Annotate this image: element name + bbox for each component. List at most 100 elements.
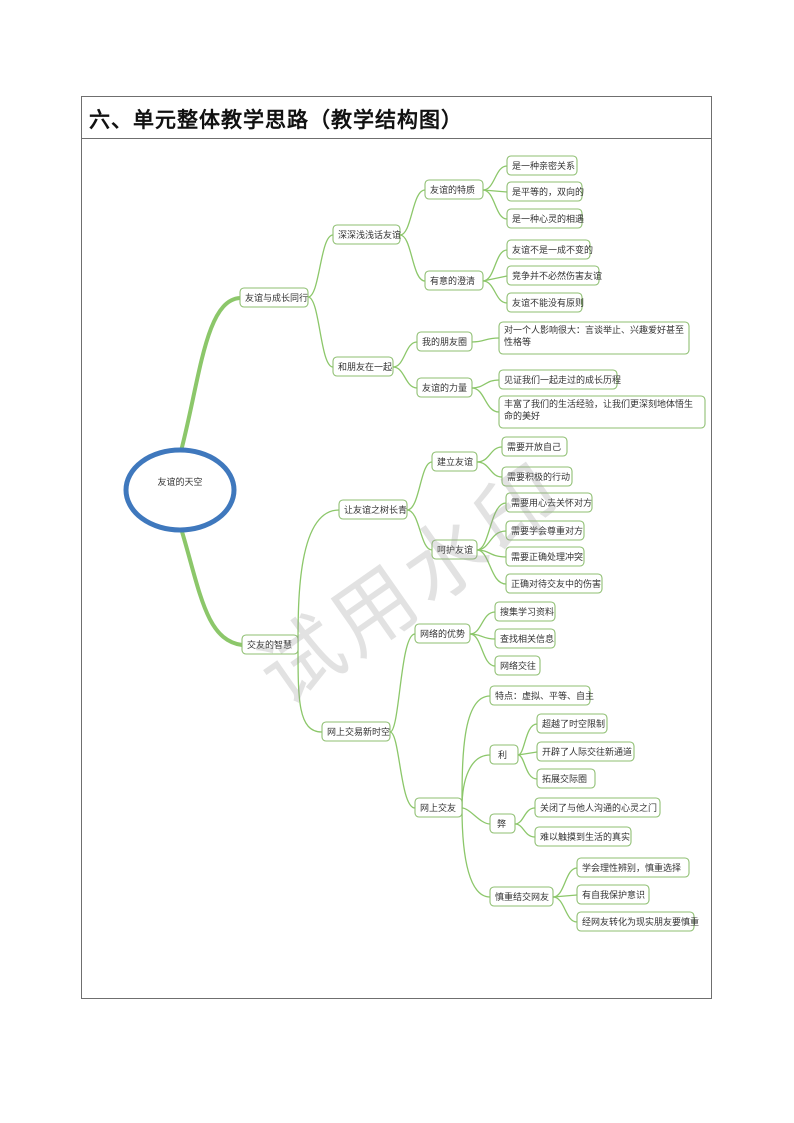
careful-i1-box [576, 857, 690, 878]
b1s2-i1-wrap: 对一个人影响很大：言谈举止、兴趣爱好甚至性格等 [504, 326, 685, 348]
b1-sub2-label: 和朋友在一起 [338, 361, 392, 373]
b1s2-i3-wrap: 丰富了我们的生活经验，让我们更深刻地体悟生命的美好 [504, 400, 694, 422]
careful-i2 [552, 894, 578, 898]
b1-g1-box [424, 179, 484, 200]
b2s2-to-g1 [389, 633, 416, 733]
b1-g2-i2-box [506, 265, 600, 286]
b2g1-i1 [476, 446, 503, 463]
b1-g1-i3: 是一种心灵的相遇 [512, 213, 584, 225]
branch2-label: 交友的智慧 [247, 639, 292, 651]
b1-g1-i1: 是一种亲密关系 [512, 160, 575, 172]
bi-i1: 关闭了与他人沟通的心灵之门 [540, 802, 657, 814]
b1-to-sub2 [307, 296, 334, 368]
bi-i1 [514, 807, 536, 825]
b2s2g1-i3 [469, 633, 496, 667]
b2s2-g2-box [414, 797, 463, 818]
li-i2: 开辟了人际交往新通道 [542, 746, 632, 758]
b1-g1-i2-box [506, 181, 583, 202]
b1-g1-i2: 是平等的，双向的 [512, 186, 584, 198]
b1s2-i3-box [498, 395, 706, 429]
b2g2-i4 [476, 549, 507, 585]
node-labels: 友谊与成长同行 深深浅浅话友谊 友谊的特质 是一种亲密关系 是平等的，双向的 是… [245, 160, 699, 928]
net-to-li [461, 754, 491, 809]
root-ellipse-inner [132, 453, 228, 519]
root-label: 友谊的天空 [157, 476, 202, 488]
careful-box [489, 886, 554, 907]
b1-g2-box [424, 270, 484, 291]
b2-sub1-label: 让友谊之树长青 [344, 504, 407, 516]
b1-g2-i1: 友谊不是一成不变的 [512, 244, 593, 256]
b2-g1-i2-box [501, 466, 573, 487]
b2s2-to-g2 [389, 731, 416, 809]
feature-label: 特点：虚拟、平等、自主 [495, 690, 594, 702]
b1-g2-label: 有意的澄清 [430, 275, 475, 287]
b1g1-i3 [482, 189, 508, 220]
b2s2-g1-i2-box [494, 628, 556, 649]
b2g1-i2 [476, 461, 503, 478]
b2-sub2-box [321, 721, 391, 742]
bi-i1-box [534, 797, 661, 818]
careful-i3-box [576, 911, 695, 932]
b1-sub1-box [332, 224, 401, 245]
li-i2 [517, 751, 538, 756]
b1g1-i2 [482, 189, 508, 193]
branch1-box [239, 287, 309, 308]
b2g2-i1 [476, 502, 507, 551]
b1s2-i2: 见证我们一起走过的成长历程 [504, 374, 621, 386]
b2-g1-box [431, 451, 478, 472]
net-to-careful [461, 807, 491, 898]
careful-i3 [552, 896, 578, 923]
bi-box [489, 813, 516, 834]
root-to-branch1 [178, 296, 241, 456]
b2-g2-i2-box [505, 520, 585, 541]
b2s2g1-i1 [469, 611, 496, 635]
b1-g2-i3-box [506, 292, 583, 313]
li-i1-box [536, 713, 608, 734]
b1s2-g1-box [416, 331, 473, 352]
b1s2g1-i1 [471, 337, 500, 343]
b1g2-i3 [482, 280, 508, 304]
li-i1: 超越了时空限制 [542, 718, 605, 730]
b1-to-sub1 [307, 234, 334, 298]
b2s1-to-g2 [406, 509, 433, 551]
li-i1 [517, 723, 538, 756]
b1-g2-i3: 友谊不能没有原则 [512, 297, 584, 309]
b2s2-g1-i1-box [494, 601, 556, 622]
b1s2-i2-box [498, 369, 618, 390]
b1g2-i2 [482, 275, 508, 282]
b1s2g2-i3 [471, 387, 500, 413]
b2-sub1-box [338, 499, 408, 520]
b2s2-g1-box [414, 623, 471, 644]
careful-i1: 学会理性辨别，慎重选择 [582, 862, 681, 874]
branch1-label: 友谊与成长同行 [245, 292, 308, 304]
b1s2-i1: 对一个人影响很大：言谈举止、兴趣爱好甚至性格等 [504, 326, 685, 348]
b1-g2-i1-box [506, 239, 591, 260]
b2-g1-label: 建立友谊 [437, 456, 473, 468]
b2-g2-i1: 需要用心去关怀对方 [511, 497, 592, 509]
li-box [489, 744, 519, 765]
b1-sub1-label: 深深浅浅话友谊 [338, 229, 401, 241]
li-i3 [517, 754, 538, 780]
b1s2-g2-label: 友谊的力量 [422, 382, 467, 394]
li-i3: 拓展交际圈 [542, 773, 587, 785]
b2-g2-i2: 需要学会尊重对方 [511, 525, 583, 537]
li-i2-box [536, 741, 635, 762]
li-i3-box [536, 768, 596, 789]
careful-i2-box [576, 884, 650, 905]
b1s2-to-g2 [392, 366, 418, 389]
careful-label: 慎重结交网友 [495, 891, 549, 903]
root-to-branch2 [178, 524, 243, 647]
careful-i3: 经网友转化为现实朋友要慎重 [582, 916, 699, 928]
b1-g1-i1-box [506, 155, 578, 176]
b1s2g2-i2 [471, 379, 500, 389]
net-to-bi [461, 807, 491, 825]
b1g1-i1 [482, 165, 508, 191]
b2s2-g1-i3: 网络交往 [500, 660, 536, 672]
b1-g1-label: 友谊的特质 [430, 184, 475, 196]
b2-g2-label: 呵护友谊 [437, 544, 473, 556]
b1s1-to-g2 [399, 234, 426, 282]
b1s2-i3: 丰富了我们的生活经验，让我们更深刻地体悟生命的美好 [504, 400, 694, 422]
b2-g1-i2: 需要积极的行动 [507, 471, 570, 483]
b2g2-i2 [476, 530, 507, 551]
bi-i2-box [534, 826, 632, 847]
